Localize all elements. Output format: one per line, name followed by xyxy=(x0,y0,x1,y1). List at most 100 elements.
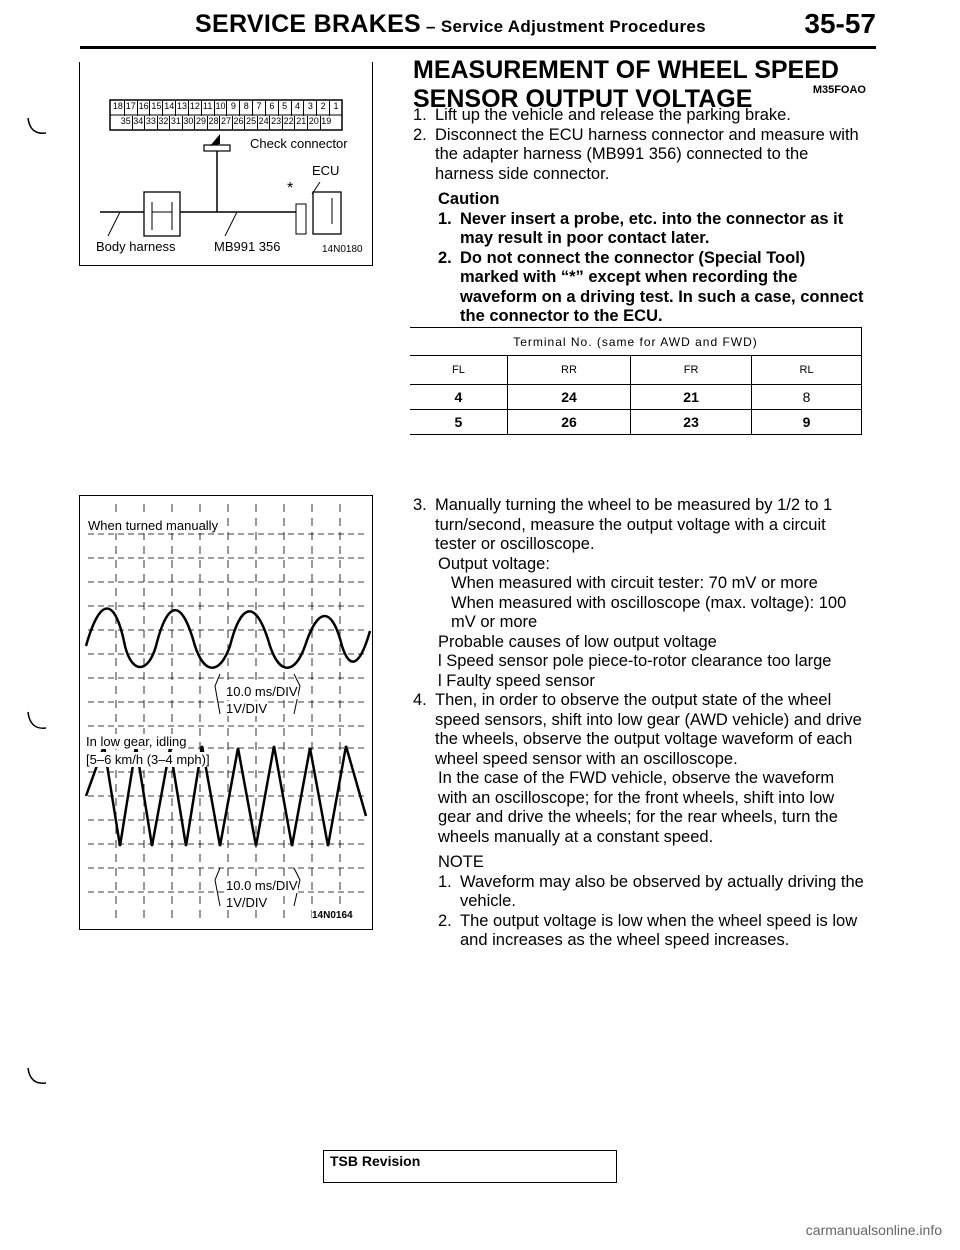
voltage-scale-label-2: 1V/DIV xyxy=(226,895,268,910)
pin-label: 29 xyxy=(195,116,208,130)
note-item-2: 2.The output voltage is low when the whe… xyxy=(438,912,868,951)
page-number: 35-57 xyxy=(804,8,876,39)
step-number: 3. xyxy=(413,496,427,514)
pin-label: 5 xyxy=(279,101,292,116)
pin-label: 9 xyxy=(227,101,241,116)
caution-number: 2. xyxy=(438,248,452,267)
pin-label: 6 xyxy=(266,101,279,116)
table-row: 5 26 23 9 xyxy=(410,409,862,435)
table-cell: 9 xyxy=(751,409,862,435)
tsb-revision-label: TSB Revision xyxy=(330,1153,421,1169)
header-rule xyxy=(80,46,876,49)
figure-code: 14N0180 xyxy=(322,244,363,255)
waveform-drawing xyxy=(84,504,371,924)
page-header-title: SERVICE BRAKES – Service Adjustment Proc… xyxy=(195,10,706,39)
header-section-name: SERVICE BRAKES xyxy=(195,10,422,38)
pin-label: 1 xyxy=(333,101,339,111)
pin-label: 22 xyxy=(283,116,296,130)
pin-label: 32 xyxy=(158,116,171,130)
pin-label: 19 xyxy=(321,116,332,126)
pin-label: 21 xyxy=(295,116,308,130)
connector-pins-top-row: 18 17 16 15 14 13 12 11 10 9 8 7 6 5 4 3… xyxy=(112,101,342,116)
note-item-1: 1. Waveform may also be observed by actua… xyxy=(438,873,868,912)
body-harness-label: Body harness xyxy=(96,239,176,254)
low-gear-idling-label: In low gear, idling xyxy=(86,734,187,749)
step-text: Manually turning the wheel to be measure… xyxy=(435,496,833,553)
caution-heading: Caution xyxy=(438,190,500,208)
pin-label: 20 xyxy=(308,116,321,130)
waveform-diagram: When turned manually 10.0 ms/DIV 1V/DIV … xyxy=(79,495,373,930)
binding-marks xyxy=(27,117,47,1084)
figure-code: 14N0164 xyxy=(312,910,353,921)
table-cell: 21 xyxy=(630,384,752,410)
section-title: MEASUREMENT OF WHEEL SPEED SENSOR OUTPUT… xyxy=(413,56,839,113)
watermark: carmanualsonline.info xyxy=(805,1222,942,1238)
pin-label: 35 xyxy=(120,116,133,130)
header-subsection-name: – Service Adjustment Procedures xyxy=(421,17,706,36)
caution-item-1: 1. Never insert a probe, etc. into the co… xyxy=(438,210,868,249)
note-heading: NOTE xyxy=(438,853,484,871)
step-1: 1.Lift up the vehicle and release the pa… xyxy=(413,106,868,126)
pin-label: 12 xyxy=(189,101,202,116)
step-4-fwd-text: In the case of the FWD vehicle, observe … xyxy=(438,769,838,846)
table-cell: 24 xyxy=(506,384,631,410)
table-header-row: FL RR FR RL xyxy=(410,355,862,385)
column-header: RL xyxy=(751,355,862,385)
column-header: RR xyxy=(506,355,631,385)
column-header: FR xyxy=(630,355,752,385)
pin-label: 27 xyxy=(220,116,233,130)
pin-label: 14 xyxy=(163,101,177,116)
pin-label: 10 xyxy=(215,101,228,116)
pin-label: 16 xyxy=(138,101,151,116)
step-text: Then, in order to observe the output sta… xyxy=(435,691,862,768)
tsb-revision-box: TSB Revision xyxy=(323,1150,617,1183)
asterisk-mark: * xyxy=(287,180,294,197)
pin-label: 17 xyxy=(125,101,138,116)
output-voltage-label: Output voltage: xyxy=(438,554,550,573)
pin-label: 26 xyxy=(233,116,246,130)
table-caption: Terminal No. (same for AWD and FWD) xyxy=(410,327,862,356)
step-3: 3. Manually turning the wheel to be measu… xyxy=(413,496,868,555)
step-text: Disconnect the ECU harness connector and… xyxy=(435,125,859,183)
caution-text: Do not connect the connector (Special To… xyxy=(460,248,864,326)
table-row: 4 24 21 8 xyxy=(410,384,862,410)
pin-label: 3 xyxy=(304,101,318,116)
caution-item-2: 2. Do not connect the connector (Special … xyxy=(438,249,868,327)
table-cell: 8 xyxy=(751,384,862,410)
pin-label: 30 xyxy=(183,116,196,130)
note-number: 1. xyxy=(438,872,452,891)
table-cell: 5 xyxy=(410,409,508,435)
table-cell: 26 xyxy=(506,409,631,435)
column-header: FL xyxy=(410,355,508,385)
note-text: The output voltage is low when the wheel… xyxy=(460,911,858,950)
procedure-steps-1-2: 1.Lift up the vehicle and release the pa… xyxy=(413,106,868,327)
procedure-steps-3-4: 3. Manually turning the wheel to be measu… xyxy=(413,496,868,951)
pin-label: 15 xyxy=(150,101,164,116)
caution-number: 1. xyxy=(438,209,452,228)
pin-label: 34 xyxy=(133,116,146,130)
pin-label: 24 xyxy=(258,116,271,130)
time-scale-label-2: 10.0 ms/DIV xyxy=(226,878,298,893)
time-scale-label-1: 10.0 ms/DIV xyxy=(226,684,298,699)
pin-label: 18 xyxy=(112,101,125,116)
caution-text: Never insert a probe, etc. into the conn… xyxy=(460,209,844,248)
output-voltage-oscilloscope: When measured with oscilloscope (max. vo… xyxy=(451,593,847,632)
probable-cause-item: l Faulty speed sensor xyxy=(438,671,595,690)
mb991356-label: MB991 356 xyxy=(214,239,281,254)
step-number: 2. xyxy=(413,125,427,144)
pin-label: 25 xyxy=(245,116,258,130)
connector-diagram: 18 17 16 15 14 13 12 11 10 9 8 7 6 5 4 3… xyxy=(79,62,373,266)
terminal-number-table: Terminal No. (same for AWD and FWD) FL R… xyxy=(410,327,862,435)
step-4: 4. Then, in order to observe the output s… xyxy=(413,691,868,769)
step-number: 4. xyxy=(413,691,427,709)
speed-range-label: [5–6 km/h (3–4 mph)] xyxy=(86,752,210,767)
check-connector-label: Check connector xyxy=(250,136,348,151)
connector-diagram-drawing xyxy=(100,99,343,237)
table-cell: 4 xyxy=(410,384,508,410)
note-text: Waveform may also be observed by actuall… xyxy=(460,872,864,911)
pin-label: 2 xyxy=(317,101,331,116)
pin-label: 11 xyxy=(202,101,215,116)
pin-label: 33 xyxy=(145,116,158,130)
probable-cause-item: l Speed sensor pole piece-to-rotor clear… xyxy=(438,652,832,670)
voltage-scale-label-1: 1V/DIV xyxy=(226,701,268,716)
